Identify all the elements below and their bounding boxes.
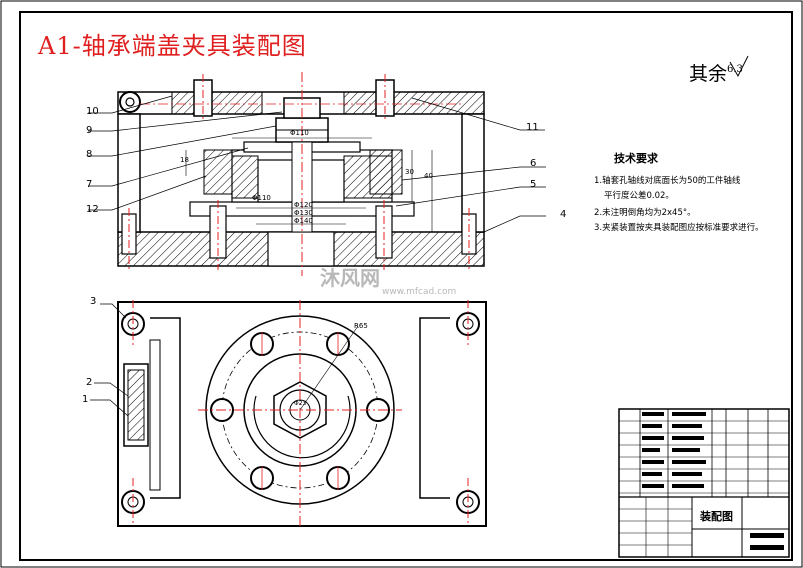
roughness-note: 其余6.3 [689, 59, 743, 86]
inner-border [19, 11, 793, 561]
watermark-logo: 沐风网 [320, 266, 380, 290]
dimension-text: Φ23 [294, 400, 307, 407]
parts-list-text-blocks [642, 412, 784, 550]
part-number: 7 [86, 179, 93, 190]
dimension-text: 18 [180, 156, 189, 164]
part-number: 4 [560, 209, 567, 220]
drawing-title: A1-轴承端盖夹具装配图 [38, 32, 307, 60]
title-block [618, 408, 790, 558]
dimension-text: Φ110 [252, 194, 271, 202]
tech-req-item: 2.未注明倒角均为2x45°。 [594, 208, 696, 218]
part-number: 12 [86, 204, 99, 215]
roughness-value: 6.3 [727, 64, 743, 75]
tech-req-heading: 技术要求 [614, 152, 658, 165]
plan-view [117, 300, 487, 528]
tech-req-item: 平行度公差0.02。 [604, 191, 674, 201]
plan-leader-lines [90, 303, 129, 417]
title-block-drawing-name: 装配图 [700, 510, 733, 523]
dimension-text: 40 [424, 172, 433, 180]
dimension-text: R65 [354, 322, 368, 330]
dimension-text: 30 [405, 168, 414, 176]
part-number: 8 [86, 149, 93, 160]
dimension-text: Φ140 [294, 217, 313, 225]
part-number: 3 [90, 296, 97, 307]
part-number: 10 [86, 106, 99, 117]
part-number: 6 [530, 158, 537, 169]
part-number: 5 [530, 179, 537, 190]
leader-lines [88, 95, 546, 233]
dimension-text: Φ130 [294, 209, 313, 217]
tech-req-item: 1.轴套孔轴线对底面长为50的工件轴线 [594, 176, 741, 186]
part-number: 2 [86, 377, 93, 388]
tech-req-item: 3.夹紧装置按夹具装配图应按标准要求进行。 [594, 223, 764, 233]
watermark-url: www.mfcad.com [382, 287, 457, 297]
dimension-text: Φ120 [294, 201, 313, 209]
part-number: 9 [86, 125, 93, 136]
roughness-prefix: 其余 [689, 63, 728, 85]
part-number: 1 [82, 394, 89, 405]
dimension-text: Φ110 [290, 129, 309, 137]
front-section-view [117, 72, 485, 276]
roughness-symbol [729, 55, 749, 78]
part-number: 11 [526, 122, 539, 133]
parts-list-rows [619, 420, 789, 494]
